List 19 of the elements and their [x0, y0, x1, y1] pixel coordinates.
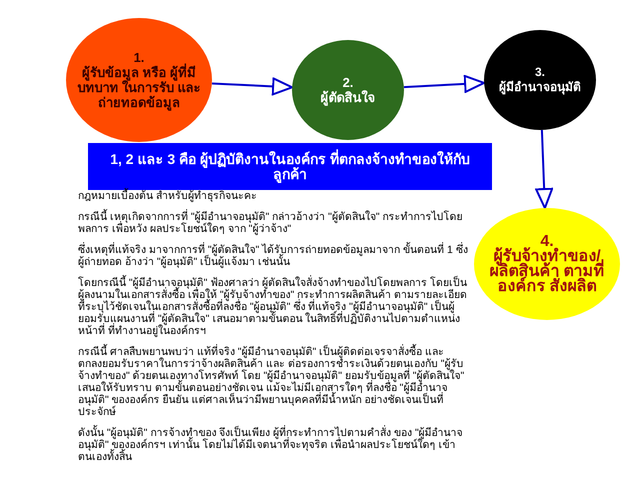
paragraph: ดังนั้น "ผู้อนุมัติ" การจ้างทำของ จึงเป็นเพียง ผู้ที่กระทำการไปตามคำสั่ง ของ "ผู้มีอำนาจอนุมัติ" ขององค์กรฯ เท่านั้น โดยไม่ได้มีเจตนาที่จะทุจริต เพื่อนำผลประโยชน์ใดๆ เข้าตนเองทั้งสิ้น — [78, 427, 464, 463]
node-text: ผู้ตัดสินใจ — [320, 90, 376, 105]
step-number: 3. — [534, 65, 545, 80]
node-text: ผู้มีอำนาจอนุมัติ — [499, 80, 581, 95]
arrow — [404, 74, 486, 93]
paragraph: โดยกรณีนี้ "ผู้มีอำนาจอนุมัติ" ฟ้องศาลว่า ผู้ตัดสินใจสั่งจ้างทำของไปโดยพลการ โดยเป็นผู้ลงนามในเอกสารสั่งซื้อ เพื่อให้ "ผู้รับจ้างทำของ" กระทำการผลิตสินค้า ตามรายละเอียดที่ระบุไว้ชัดเจนในเอกสารสั่งซื้อที่ลงชื่อ "ผู้อนุมัติ" ซึ่ง ที่แท้จริง "ผู้มีอำนาจอนุมัติ" เป็นผู้ยอมรับแผนงานที่ "ผู้ตัดสินใจ" เสนอมาตามขั้นตอน ในสิทธิ์ที่ปฏิบัติงานไปตามตำแหน่ง หน้าที่ ที่ทำงานอยู่ในองค์กรฯ — [78, 277, 468, 337]
paragraph: กรณีนี้ เหตุเกิดจากการที่ "ผู้มีอำนาจอนุมัติ" กล่าวอ้างว่า "ผู้ตัดสินใจ" กระทำการไปโดยพลการ เพื่อหวัง ผลประโยชน์ใดๆ จาก "ผู้ว่าจ้าง" — [78, 211, 464, 235]
step-number: 2. — [342, 75, 354, 90]
step-number: 4. — [540, 234, 554, 249]
paragraph: กรณีนี้ ศาลสืบพยานพบว่า แท้ที่จริง "ผู้มีอำนาจอนุมัติ" เป็นผู้ติดต่อเจรจาสั่งซื้อ และ ตกลงยอมรับราคาในการว่าจ้างผลิตสินค้า และ ต่อรองการชำระเงินด้วยตนเองกับ "ผู้รับจ้างทำของ" ด้วยตนเองทางโทรศัพท์ โดย "ผู้มีอำนาจอนุมัติ" ยอมรับข้อมูลที่ "ผู้ตัดสินใจ" เสนอให้รับทราบ ตามขั้นตอนอย่างชัดเจน แม้จะไม่มีเอกสารใดๆ ที่ลงชื่อ "ผู้มีอำนาจอนุมัติ" ขององค์กร ยืนยัน แต่ศาลเห็นว่ามีพยานบุคคลที่มีน้ำหนัก อย่างชัดเจนเป็นที่ประจักษ์ — [78, 346, 466, 418]
paragraph: ซึ่งเหตุที่แท้จริง มาจากการที่ "ผู้ตัดสินใจ" ได้รับการถ่ายทอดข้อมูลมาจาก ขั้นตอนที่ 1 ซึ่งผู้ถ่ายทอด อ้างว่า "ผู้อนุมัติ" เป็นผู้แจ้งมา เช่นนั้น — [78, 244, 468, 268]
arrow — [535, 130, 554, 210]
step-number: 1. — [134, 50, 144, 65]
node-text: ผู้รับจ้างทำของ/ ผลิตสินค้า ตามที่องค์กร สั่งผลิต — [488, 249, 606, 294]
node-text: 1, 2 และ 3 คือ ผู้ปฏิบัติงานในองค์กร ที่ตกลงจ้างทำของให้กับลูกค้า — [109, 152, 471, 182]
paragraph: กฎหมายเบื้องต้น สำหรับผู้ทำธุรกิจนะคะ — [78, 190, 258, 202]
node-text: ผู้รับข้อมูล หรือ ผู้ที่มีบทบาท ในการรับ และ ถ่ายทอดข้อมูล — [76, 65, 202, 110]
info-banner — [88, 143, 492, 190]
arrow — [212, 77, 294, 96]
